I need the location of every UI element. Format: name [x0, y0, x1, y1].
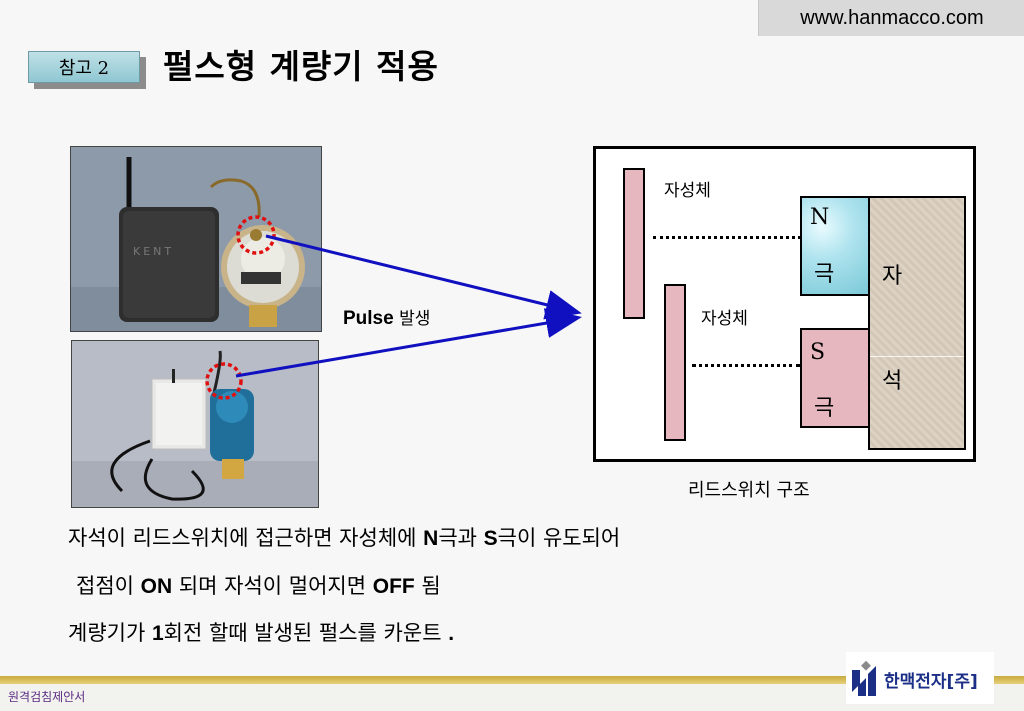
blue-meter-image	[72, 341, 318, 507]
text-segment: 됨	[414, 574, 441, 598]
text-segment: S	[483, 527, 498, 550]
body-line-1: 자석이 리드스위치에 접근하면 자성체에 N극과 S극이 유도되어	[68, 522, 620, 552]
svg-text:KENT: KENT	[133, 245, 174, 258]
magnetic-line-bottom	[692, 364, 800, 367]
text-segment: 계량기가	[68, 621, 152, 645]
kent-meter-image: KENT	[71, 147, 321, 331]
text-segment: OFF	[372, 575, 415, 598]
text-segment: 극이 유도되어	[497, 526, 621, 550]
reference-badge: 참고 2	[28, 51, 140, 83]
magnet-block	[868, 196, 966, 450]
meter-photo-bottom	[71, 340, 319, 508]
text-segment: 극과	[438, 526, 484, 550]
reed-contact-bottom	[664, 284, 686, 441]
diagram-caption: 리드스위치 구조	[688, 480, 810, 501]
n-pole-block	[800, 196, 870, 296]
meter-photo-top: KENT	[70, 146, 322, 332]
n-pole-word: 극	[814, 262, 835, 287]
footer-bar	[0, 676, 1024, 684]
website-url[interactable]: www.hanmacco.com	[758, 0, 1024, 36]
s-pole-block	[800, 328, 870, 428]
magnetic-line-top	[653, 236, 801, 239]
hanmac-logo-icon	[852, 660, 876, 696]
text-segment: N	[423, 527, 439, 550]
magnet-word-2: 석	[882, 369, 903, 394]
n-pole-letter: N	[810, 205, 830, 230]
text-segment: 되며 자석이 멀어지면	[172, 574, 373, 598]
text-segment: 1	[151, 622, 164, 645]
s-pole-letter: S	[810, 340, 826, 365]
reed-top-label: 자성체	[664, 181, 711, 201]
company-logo	[846, 652, 994, 704]
reed-bottom-label: 자성체	[701, 309, 748, 329]
pulse-label: Pulse 발생	[343, 308, 431, 329]
s-pole-word: 극	[814, 396, 835, 421]
body-line-3: 계량기가 1회전 할때 발생된 펄스를 카운트 .	[68, 617, 454, 647]
magnet-divider	[870, 356, 964, 357]
text-segment: 회전 할때 발생된 펄스를 카운트	[163, 621, 449, 645]
body-line-2: 접점이 ON 되며 자석이 멀어지면 OFF 됨	[76, 570, 441, 600]
text-segment: ON	[140, 575, 173, 598]
text-segment: 자석이 리드스위치에 접근하면 자성체에	[68, 526, 424, 550]
footer-doc-title: 원격검침제안서	[8, 690, 86, 704]
magnet-word-1: 자	[882, 264, 903, 289]
company-logo-text: 한맥전자[주]	[884, 672, 978, 692]
reed-contact-top	[623, 168, 645, 319]
text-segment: 접점이	[76, 574, 141, 598]
page-title: 펄스형 계량기 적용	[163, 47, 439, 86]
text-segment: .	[448, 622, 455, 645]
